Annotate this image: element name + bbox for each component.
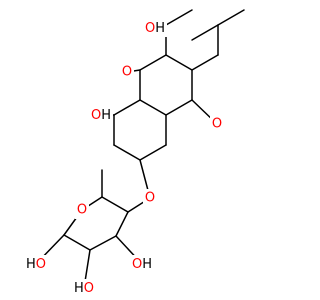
ring-right-bond-4 bbox=[165, 54, 193, 71]
sugar-ring-bond-6 bbox=[115, 211, 129, 237]
sugar-ring-bond-5 bbox=[89, 235, 117, 251]
top-hydroxyl-label: OH bbox=[145, 21, 165, 36]
sugar-hydroxyl-right-label: OH bbox=[132, 257, 152, 272]
sugar-hydroxyl-left-h: H bbox=[26, 257, 36, 272]
label-bg-lower-carbonyl bbox=[210, 115, 224, 133]
label-bg-sugar-hydroxyl-right bbox=[130, 255, 154, 273]
label-bg-ring-oxygen bbox=[75, 201, 89, 219]
left-hydroxyl-h: H bbox=[101, 108, 111, 123]
ring-right-bond-6 bbox=[165, 9, 193, 26]
center-ring-bond-1 bbox=[139, 54, 167, 71]
ring-oxygen-label: O bbox=[77, 203, 87, 218]
label-bg-sugar-hydroxyl-bottom bbox=[72, 279, 96, 297]
ether-oxygen-label: O bbox=[145, 191, 155, 206]
sugar-hydroxyl-left-o: O bbox=[36, 257, 46, 272]
molecule-structure: OH O OH O O O HO OH HO bbox=[24, 9, 245, 297]
ring-left-bond-3 bbox=[113, 144, 141, 161]
sugar-hydroxyl-right-h: H bbox=[142, 257, 152, 272]
center-ring-bond-3 bbox=[139, 99, 167, 116]
sugar-hydroxyl-bottom-label: HO bbox=[74, 281, 94, 296]
sugar-ring-bond-4 bbox=[63, 234, 91, 251]
label-bg-left-hydroxyl bbox=[89, 106, 113, 124]
top-hydroxyl-o: O bbox=[145, 21, 155, 36]
label-bg-top-hydroxyl bbox=[143, 19, 167, 37]
ring-left-bond-4 bbox=[139, 144, 167, 161]
upper-carbonyl-oxygen-label: O bbox=[122, 65, 132, 80]
ring-left-bond-1 bbox=[113, 99, 141, 116]
sugar-hydroxyl-bottom-h: H bbox=[74, 281, 84, 296]
ring-right-bond-1 bbox=[191, 24, 219, 41]
lower-carbonyl-oxygen-label: O bbox=[212, 117, 222, 132]
ring-right-bond-3 bbox=[191, 54, 219, 71]
top-hydroxyl-h: H bbox=[155, 21, 165, 36]
atom-label-layer: OH O OH O O O HO OH HO bbox=[24, 19, 224, 297]
label-bg-upper-carbonyl bbox=[120, 63, 134, 81]
sugar-hydroxyl-bottom-o: O bbox=[84, 281, 94, 296]
methyl-bond bbox=[217, 9, 245, 26]
sugar-hydroxyl-right-o: O bbox=[132, 257, 142, 272]
left-hydroxyl-o: O bbox=[91, 108, 101, 123]
sugar-ring-bond-1 bbox=[101, 196, 129, 213]
label-bg-ether-oxygen bbox=[143, 189, 157, 207]
bond-layer bbox=[35, 9, 245, 289]
label-bg-sugar-hydroxyl-left bbox=[24, 255, 48, 273]
sugar-hydroxyl-left-label: HO bbox=[26, 257, 46, 272]
left-hydroxyl-label: OH bbox=[91, 108, 111, 123]
center-ring-bond-4 bbox=[165, 99, 193, 116]
